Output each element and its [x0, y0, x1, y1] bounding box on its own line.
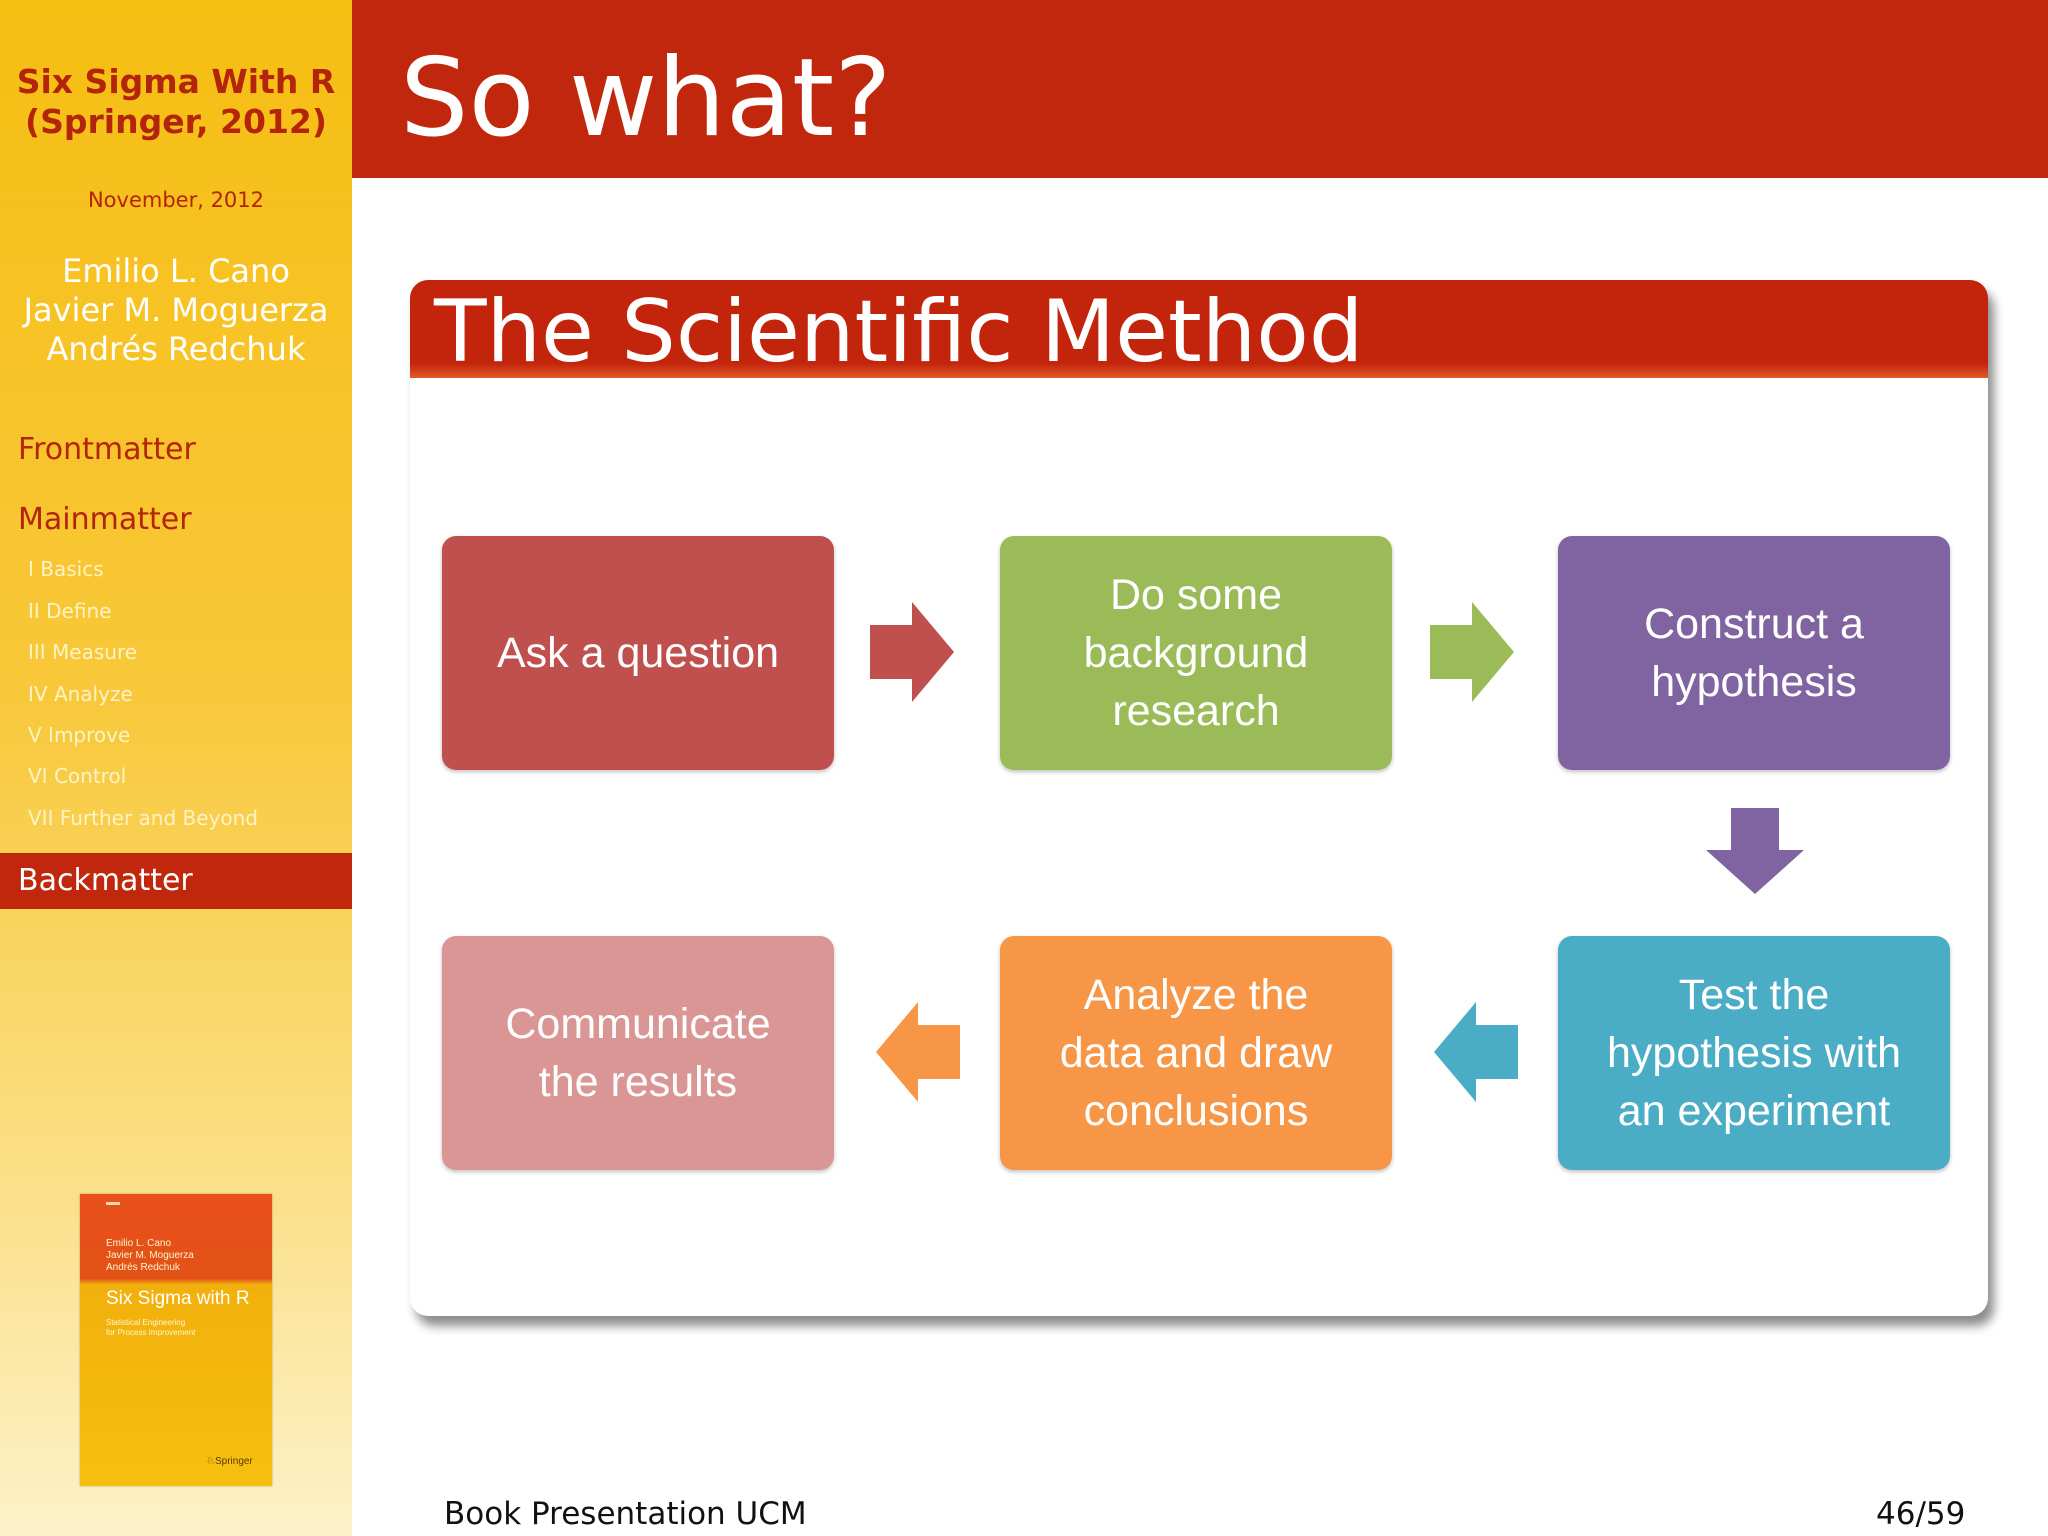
author-3: Andrés Redchuk — [46, 330, 306, 368]
springer-logo-icon: ♘ — [206, 1456, 215, 1467]
step-4-line-1: Test the — [1678, 971, 1830, 1019]
title-line-2: (Springer, 2012) — [25, 102, 327, 141]
step-6-line-2: the results — [538, 1058, 738, 1106]
arrow-down-icon — [1706, 808, 1804, 894]
cover-subtitle-2: for Process Improvement — [106, 1328, 196, 1337]
author-2: Javier M. Moguerza — [23, 291, 329, 329]
step-2-line-2: background — [1083, 629, 1309, 677]
nav-subsection-basics[interactable]: I Basics — [28, 557, 104, 581]
step-4-line-3: an experiment — [1617, 1087, 1891, 1135]
step-3-line-2: hypothesis — [1651, 658, 1857, 706]
footer-presentation-name: Book Presentation UCM — [444, 1496, 807, 1532]
step-5-line-1: Analyze the — [1083, 971, 1309, 1019]
nav-section-backmatter-label: Backmatter — [18, 863, 193, 898]
step-5-line-3: conclusions — [1083, 1087, 1309, 1135]
nav-subsection-improve[interactable]: V Improve — [28, 723, 131, 747]
scientific-method-figure: The Scientific Method Ask a question Do … — [410, 280, 1988, 1316]
presentation-title[interactable]: Six Sigma With R (Springer, 2012) — [0, 62, 352, 142]
step-analyze-data: Analyze the data and draw conclusions — [1000, 936, 1392, 1170]
nav-subsection-control[interactable]: VI Control — [28, 764, 127, 788]
author-1: Emilio L. Cano — [62, 252, 290, 290]
step-test-hypothesis: Test the hypothesis with an experiment — [1558, 936, 1950, 1170]
step-3-line-1: Construct a — [1644, 600, 1864, 648]
header-bar — [352, 0, 2048, 178]
nav-section-frontmatter[interactable]: Frontmatter — [18, 432, 196, 467]
book-cover-image: Emilio L. Cano Javier M. Moguerza Andrés… — [80, 1194, 272, 1486]
step-1-line-1: Ask a question — [496, 629, 780, 677]
step-5-line-2: data and draw — [1059, 1029, 1333, 1077]
nav-subsection-analyze[interactable]: IV Analyze — [28, 682, 133, 706]
arrow-right-icon — [1430, 602, 1514, 702]
presentation-date: November, 2012 — [87, 188, 265, 212]
step-2-line-1: Do some — [1109, 571, 1283, 619]
step-construct-hypothesis: Construct a hypothesis — [1558, 536, 1950, 770]
cover-publisher-label: Springer — [214, 1456, 253, 1467]
nav-subsection-further[interactable]: VII Further and Beyond — [28, 806, 258, 830]
step-4-line-2: hypothesis with — [1607, 1029, 1901, 1077]
title-line-1: Six Sigma With R — [16, 62, 336, 101]
cover-author-2: Javier M. Moguerza — [106, 1250, 194, 1261]
arrow-right-icon — [870, 602, 954, 702]
author-list: Emilio L. Cano Javier M. Moguerza Andrés… — [0, 252, 352, 369]
cover-author-3: Andrés Redchuk — [106, 1262, 180, 1273]
nav-section-mainmatter[interactable]: Mainmatter — [18, 502, 192, 537]
cover-author-1: Emilio L. Cano — [106, 1238, 172, 1249]
page-title: So what? — [400, 36, 892, 161]
arrow-left-icon — [1434, 1002, 1518, 1102]
step-communicate-results: Communicate the results — [442, 936, 834, 1170]
cover-subtitle-1: Statistical Engineering — [106, 1318, 186, 1327]
step-background-research: Do some background research — [1000, 536, 1392, 770]
step-2-line-3: research — [1112, 687, 1280, 735]
cover-title: Six Sigma with R — [106, 1288, 250, 1309]
step-6-line-1: Communicate — [505, 1000, 771, 1048]
figure-title-bar: The Scientific Method — [410, 280, 1988, 382]
cover-series-mark — [106, 1202, 120, 1205]
sidebar: Six Sigma With R (Springer, 2012) Novemb… — [0, 0, 352, 1536]
page-number: 46/59 — [1876, 1496, 1966, 1532]
arrow-left-icon — [876, 1002, 960, 1102]
nav-subsection-define[interactable]: II Define — [28, 599, 112, 623]
nav-section-backmatter[interactable]: Backmatter — [0, 853, 352, 909]
step-ask-question: Ask a question — [442, 536, 834, 770]
cover-publisher: ♘Springer — [206, 1456, 253, 1467]
figure-title: The Scientific Method — [434, 282, 1364, 382]
nav-subsection-measure[interactable]: III Measure — [28, 640, 138, 664]
